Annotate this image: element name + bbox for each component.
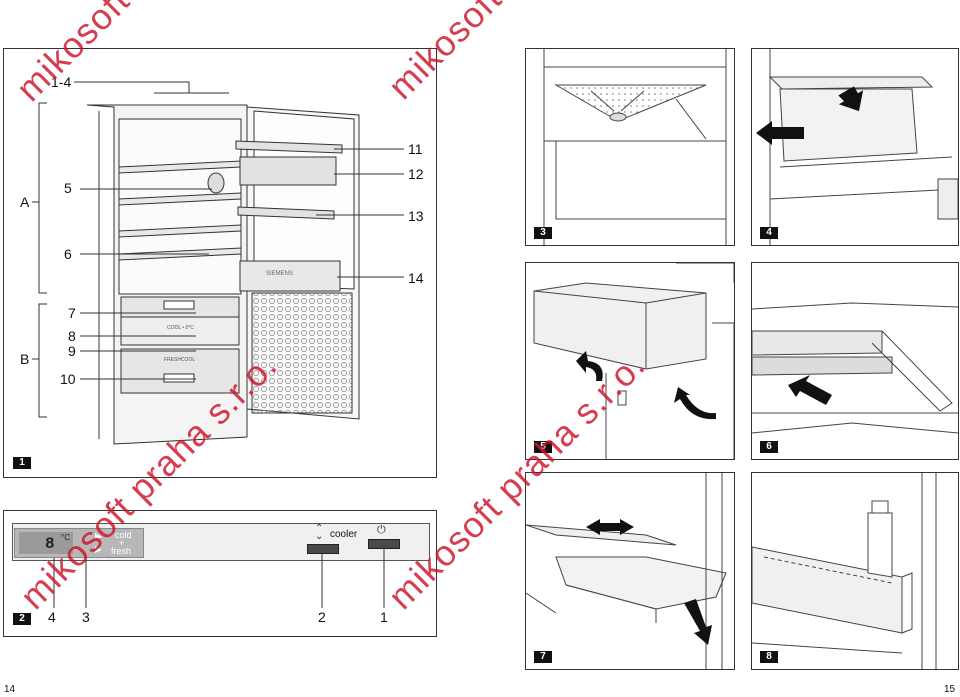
figure-4-number: 4	[760, 227, 778, 239]
label-14: 14	[408, 270, 424, 286]
label-1-4: 1-4	[51, 74, 72, 90]
figure-4-illustration	[756, 49, 958, 245]
drawer-cool-text: COOL • 0°C	[167, 325, 194, 331]
figure-7-panel: 7	[525, 472, 735, 670]
cooler-button[interactable]	[307, 544, 339, 554]
figure-8-panel: 8	[751, 472, 959, 670]
figure-7-number: 7	[534, 651, 552, 663]
fridge-illustration: COOL • 0°C FRESHCOOL SIEMENS	[32, 81, 404, 445]
figure-3-illustration	[543, 49, 727, 245]
label-9: 9	[68, 343, 76, 359]
label-12: 12	[408, 166, 424, 182]
label-13: 13	[408, 208, 424, 224]
figure-5-illustration	[533, 263, 734, 459]
figure-7-illustration	[526, 473, 727, 669]
arrow-down-icon	[838, 86, 864, 112]
page-number-right: 15	[944, 684, 956, 695]
mode-plus: +	[119, 538, 125, 548]
callout-3: 3	[82, 609, 90, 625]
arrow-icon-1: ▶	[95, 531, 102, 541]
label-8: 8	[68, 328, 76, 344]
display-value: 8	[45, 535, 55, 553]
drawer-fresh-text: FRESHCOOL	[164, 357, 195, 363]
figure-1-panel: COOL • 0°C FRESHCOOL SIEMENS 1-4 A B 5 6…	[3, 48, 437, 478]
page-number-left: 14	[4, 684, 16, 695]
label-5: 5	[64, 180, 72, 196]
label-11: 11	[408, 141, 423, 157]
label-6: 6	[64, 246, 72, 262]
callout-2: 2	[318, 609, 326, 625]
curved-arrow-icon	[674, 387, 716, 420]
mode-cold: cold	[115, 530, 132, 540]
callout-1: 1	[380, 609, 388, 625]
power-icon: ⏻	[377, 524, 386, 536]
bottle-rack-brand-text: SIEMENS	[266, 271, 293, 277]
figure-6-panel: 6	[751, 262, 959, 460]
cooler-label: cooler	[330, 529, 358, 540]
mode-fresh: fresh	[111, 546, 132, 556]
label-a: A	[20, 194, 30, 210]
label-b: B	[20, 351, 30, 367]
figure-6-illustration	[752, 302, 958, 434]
arrow-up-left-icon	[788, 375, 832, 405]
figure-5-number: 5	[534, 441, 552, 453]
figure-3-panel: 3	[525, 48, 735, 246]
double-arrow-icon	[586, 519, 634, 535]
callout-lines	[53, 549, 385, 608]
figure-5-panel: 5	[525, 262, 735, 460]
label-7: 7	[68, 305, 76, 321]
display-digit-bg	[19, 532, 73, 554]
curved-arrow-up-icon	[576, 351, 603, 381]
arrow-down-icon	[684, 599, 712, 645]
figure-4-panel: 4	[751, 48, 959, 246]
callout-4: 4	[48, 609, 56, 625]
display-unit: °C	[61, 533, 70, 542]
power-button[interactable]	[368, 539, 400, 549]
figure-3-number: 3	[534, 227, 552, 239]
label-10: 10	[60, 371, 76, 387]
figure-8-illustration	[752, 473, 937, 669]
figure-6-number: 6	[760, 441, 778, 453]
figure-8-number: 8	[760, 651, 778, 663]
arrow-left-icon	[756, 121, 804, 145]
cooler-chevron-icon: ⌃⌄	[315, 523, 324, 542]
temperature-display: 8 °C ▶ ▶ cold + fresh	[14, 528, 144, 558]
figure-2-number: 2	[13, 613, 31, 625]
arrow-icon-2: ▶	[95, 544, 102, 554]
figure-1-number: 1	[13, 457, 31, 469]
